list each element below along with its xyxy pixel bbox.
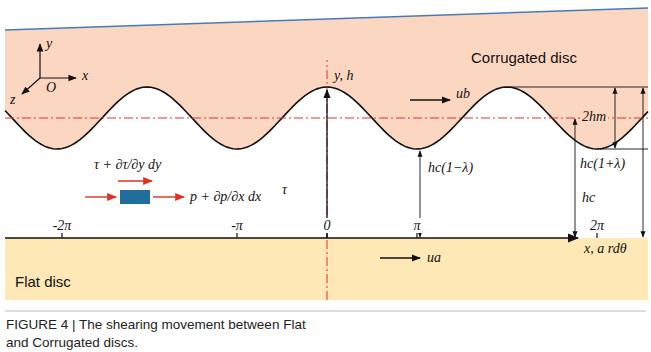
dimension-label: 2hm	[580, 109, 608, 124]
stress-label: τ	[280, 182, 289, 197]
axis-label: y, h	[332, 68, 355, 83]
symmetry-line	[327, 60, 328, 300]
pressure-label: p + ∂p/∂x dx	[188, 189, 263, 204]
tick-label: 2π	[588, 218, 606, 233]
origin-label: O	[44, 80, 58, 95]
tick-label: 0	[322, 218, 333, 233]
velocity-label: ua	[425, 250, 443, 265]
disc-region: Corrugated disc	[468, 48, 580, 67]
axis-label: z	[8, 92, 17, 107]
figure-caption: FIGURE 4 | The shearing movement between…	[6, 316, 316, 351]
disc-name: Corrugated disc	[471, 49, 577, 66]
disc-name: Flat disc	[15, 273, 71, 290]
velocity-label: ub	[454, 86, 472, 101]
fluid-element	[120, 190, 150, 204]
velocity-ub	[410, 99, 450, 100]
x-axis	[5, 237, 578, 239]
dimension-lines	[420, 87, 648, 237]
dimension-label: hc	[580, 190, 597, 205]
disc-band: Flat disc	[12, 272, 74, 291]
y-axis	[326, 90, 327, 238]
velocity-ua	[380, 257, 420, 258]
tick-label: π	[411, 218, 422, 233]
axis-label: y	[44, 36, 54, 51]
caption-rule	[5, 311, 646, 312]
axis-label: x	[80, 68, 90, 83]
stress-arrows	[85, 181, 184, 197]
tick-label: -π	[229, 218, 245, 233]
dimension-label: hc(1−λ)	[426, 160, 475, 175]
disc-top-edge	[5, 8, 648, 30]
dimension-label: hc(1+λ)	[578, 156, 627, 171]
axis-label: x, a rdθ	[582, 241, 629, 256]
tick-label: -2π	[51, 218, 74, 233]
stress-label: τ + ∂τ/∂y dy	[92, 157, 163, 172]
